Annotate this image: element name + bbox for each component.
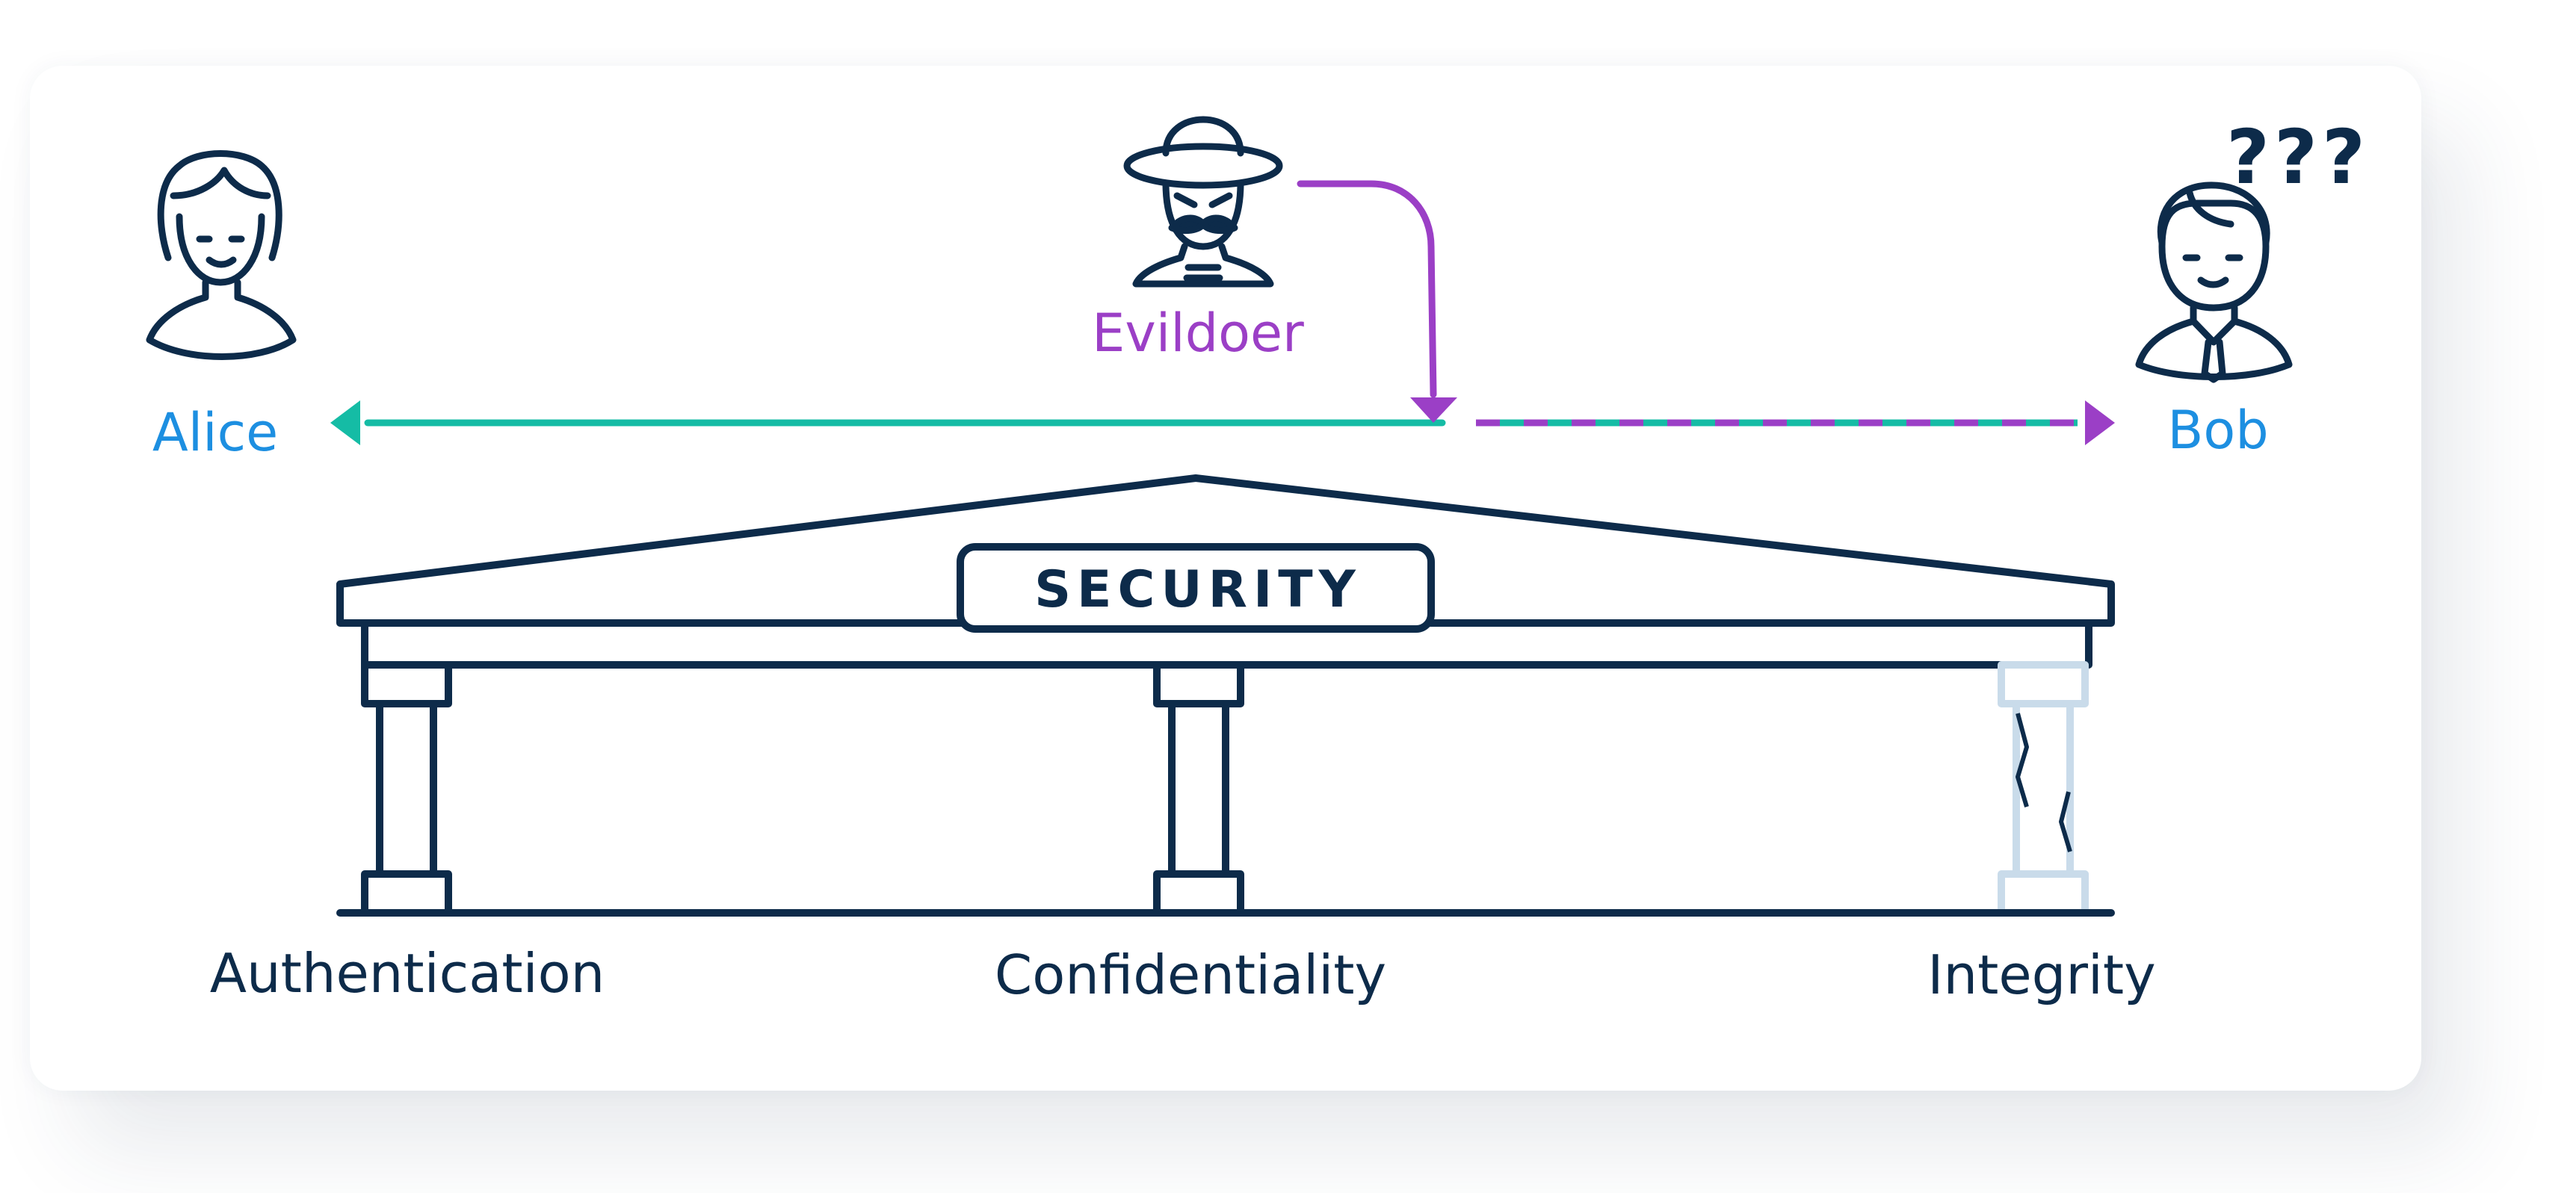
pillar-label-confidentiality: Confidentiality: [995, 943, 1386, 1006]
pillar-label-integrity: Integrity: [1927, 943, 2156, 1006]
alice-label: Alice: [152, 402, 278, 463]
pillar-confidentiality: [1153, 661, 1244, 917]
intercepted-message-arrow: [1476, 400, 2115, 445]
security-plaque: SECURITY: [957, 543, 1435, 633]
bob-avatar-icon: [2135, 182, 2293, 383]
question-marks: ???: [2226, 114, 2370, 201]
bob-label: Bob: [2167, 400, 2268, 461]
arrow-head-right-icon: [2085, 400, 2115, 445]
security-title: SECURITY: [1034, 560, 1362, 619]
evildoer-avatar-icon: [1123, 116, 1283, 288]
alice-avatar-icon: [146, 150, 297, 360]
pillar-authentication: [361, 661, 452, 917]
evildoer-intercept-arrow: [1297, 180, 1457, 423]
message-arrow-alice: [330, 400, 1446, 445]
evildoer-label: Evildoer: [1092, 303, 1304, 364]
pillar-label-authentication: Authentication: [210, 942, 605, 1005]
arrow-head-down-icon: [1410, 397, 1457, 423]
pillar-integrity-broken: [1998, 661, 2089, 917]
arrow-head-left-icon: [330, 400, 360, 445]
